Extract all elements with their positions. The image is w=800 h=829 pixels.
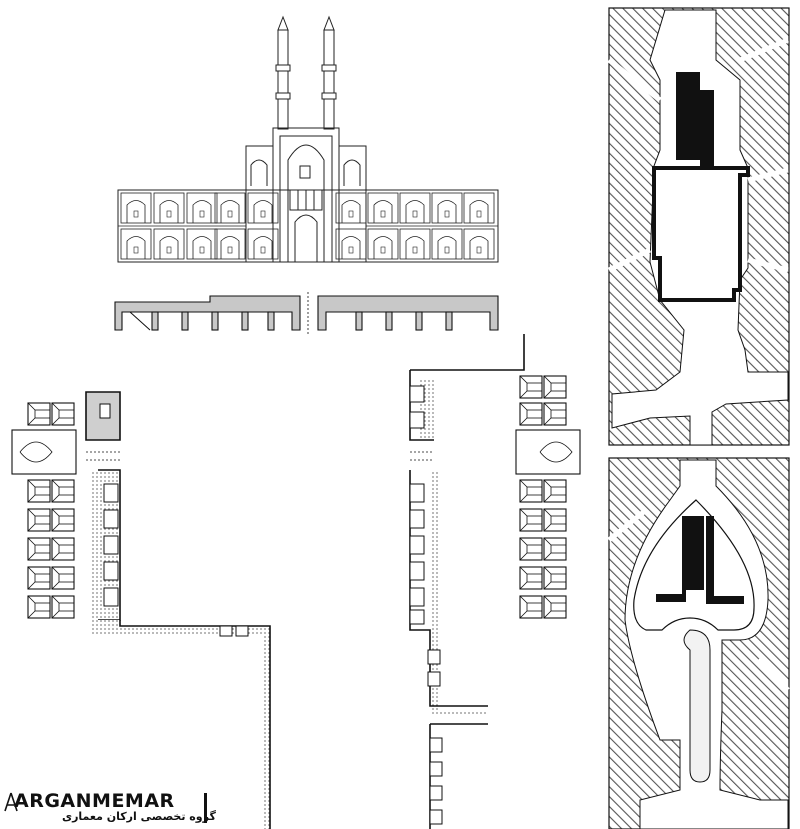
compass-icon [4,792,18,812]
figure-ground-map-after [607,457,790,829]
figure-ground-map-before [607,7,790,446]
left-side-tower [245,145,274,263]
central-portal [272,127,340,263]
bazaar-plan-right [409,334,581,829]
left-room-column [11,402,77,619]
right-minaret [321,15,337,130]
facade-wings [117,189,499,263]
watermark-logo: ARGANMEMAR گروه تخصصی ارکان معماری [4,790,216,826]
watermark-tagline: گروه تخصصی ارکان معماری [62,810,216,823]
right-room-column [515,375,581,619]
facade-elevation [117,15,499,263]
watermark-brand: ARGANMEMAR [14,790,175,812]
facade-plan-strip [114,292,499,334]
watermark-divider [204,793,207,823]
bazaar-plan-left [11,391,272,829]
left-minaret [275,15,291,130]
